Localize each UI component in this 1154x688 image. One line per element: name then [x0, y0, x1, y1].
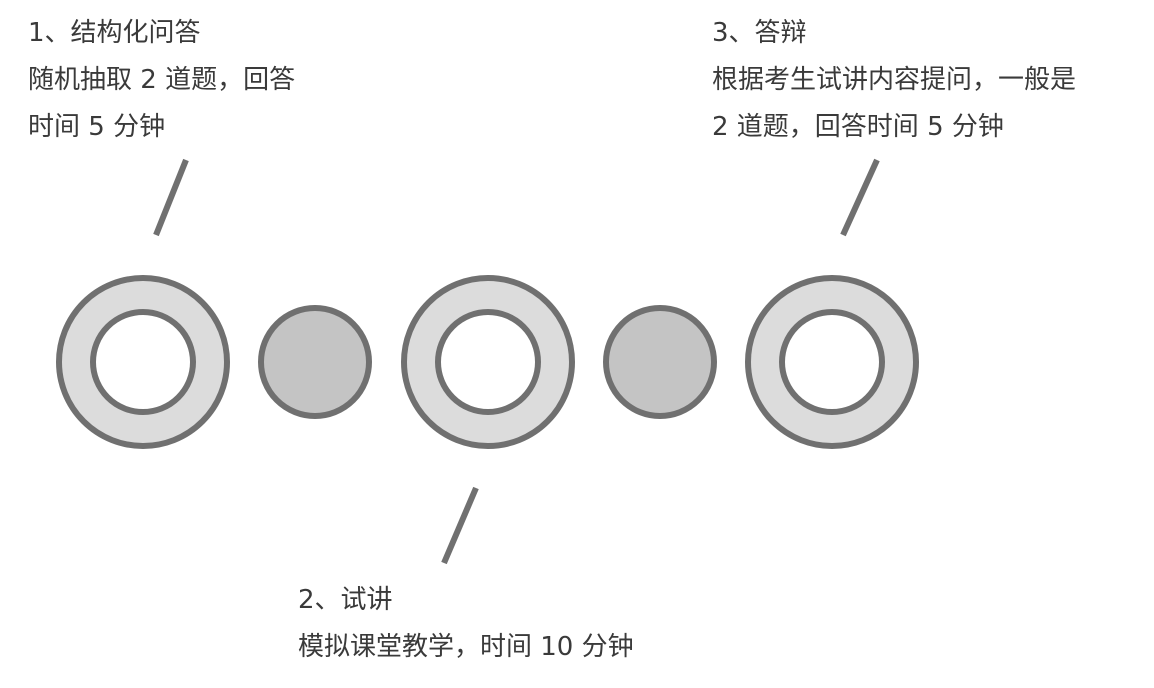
- step-3-label: 3、答辩 根据考生试讲内容提问，一般是 2 道题，回答时间 5 分钟: [712, 10, 1076, 151]
- step-2-label: 2、试讲 模拟课堂教学，时间 10 分钟: [298, 577, 634, 671]
- step-3-title: 3、答辩: [712, 18, 807, 48]
- step-1-title: 1、结构化问答: [28, 18, 201, 48]
- step-1-label: 1、结构化问答 随机抽取 2 道题，回答 时间 5 分钟: [28, 10, 295, 151]
- step-1-line-1: 随机抽取 2 道题，回答: [28, 65, 296, 95]
- step-3-line-1: 根据考生试讲内容提问，一般是: [712, 65, 1077, 95]
- step-2-ring-inner: [435, 309, 541, 415]
- step-2-pointer-line: [441, 486, 479, 565]
- step-3-pointer-line: [840, 158, 880, 237]
- step-2-line-1: 模拟课堂教学，时间 10 分钟: [298, 632, 634, 662]
- step-1-line-2: 时间 5 分钟: [28, 112, 166, 142]
- step-1-pointer-line: [153, 158, 189, 237]
- step-2-title: 2、试讲: [298, 585, 393, 615]
- step-3-line-2: 2 道题，回答时间 5 分钟: [712, 112, 1004, 142]
- step-1-ring-inner: [90, 309, 196, 415]
- connector-dot-2: [603, 305, 717, 419]
- connector-dot-1: [258, 305, 372, 419]
- step-3-ring-inner: [779, 309, 885, 415]
